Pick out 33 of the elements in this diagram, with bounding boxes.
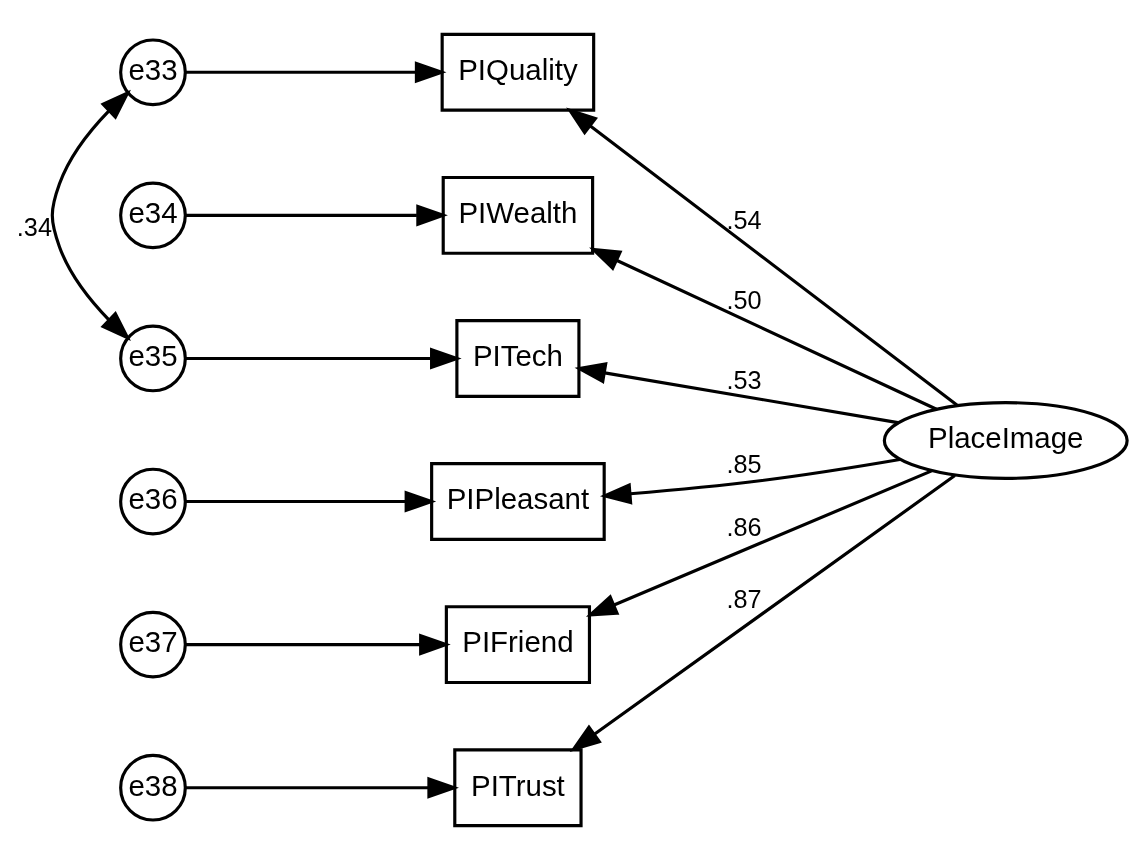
edge-label: .86: [726, 512, 762, 541]
node-box: PITech: [455, 318, 581, 398]
arrow: [185, 776, 459, 799]
node-circle: e33: [119, 37, 187, 106]
arrow: [185, 203, 448, 226]
edge-label: .87: [726, 584, 762, 613]
arrow: [569, 473, 956, 752]
node-ellipse: PlaceImage: [882, 400, 1129, 480]
node-box: PIQuality: [440, 32, 596, 112]
node-circle: e35: [119, 324, 187, 392]
edge-label: .34: [16, 212, 52, 241]
node-box: PIPleasant: [430, 461, 606, 541]
arrow: [599, 457, 901, 505]
node-circle: e36: [119, 467, 187, 535]
node-circle: e38: [119, 753, 187, 822]
arrow: [185, 489, 437, 513]
arrow: [185, 60, 447, 83]
arrow: [589, 247, 938, 411]
edge-label: .54: [726, 205, 762, 234]
edge-label: .85: [726, 449, 762, 478]
edge-label: .53: [726, 365, 762, 394]
arrow: [566, 106, 959, 407]
edge-label: .50: [726, 285, 762, 314]
node-box: PITrust: [453, 747, 583, 827]
arrow: [185, 633, 451, 656]
node-circle: e34: [119, 180, 187, 249]
arrow: [50, 89, 131, 341]
node-circle: e37: [119, 610, 187, 679]
arrow: [585, 468, 933, 617]
arrow: [574, 361, 899, 424]
node-box: PIWealth: [441, 175, 595, 255]
arrow: [185, 346, 462, 370]
node-box: PIFriend: [444, 604, 592, 684]
